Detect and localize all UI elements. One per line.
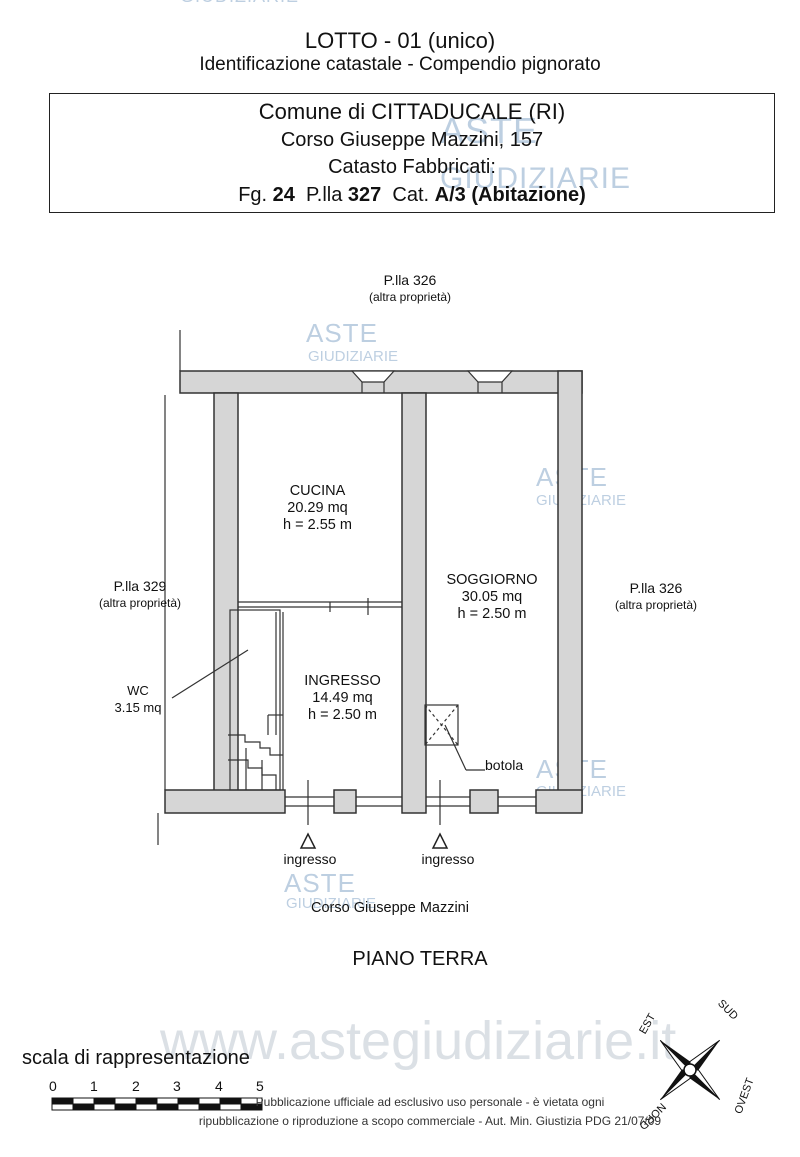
room-name: CUCINA bbox=[289, 483, 346, 499]
wall-pier bbox=[333, 789, 357, 814]
page-title: LOTTO - 01 (unico) bbox=[304, 28, 496, 53]
parcel-number: P.lla 326 bbox=[383, 272, 437, 288]
entrance-label: ingresso bbox=[421, 851, 475, 867]
watermark-brand: ASTE bbox=[284, 868, 356, 898]
room-height: h = 2.55 m bbox=[283, 517, 352, 533]
botola-label: botola bbox=[485, 757, 524, 773]
street-label: Corso Giuseppe Mazzini bbox=[311, 900, 469, 916]
parcel-note: (altra proprietà) bbox=[368, 290, 452, 304]
room-soggiorno: SOGGIORNO 30.05 mq h = 2.50 m bbox=[422, 572, 562, 623]
room-area: 3.15 mq bbox=[114, 700, 162, 715]
room-area: 14.49 mq bbox=[312, 690, 373, 706]
disclaimer-line: ripubblicazione o riproduzione a scopo c… bbox=[198, 1114, 662, 1128]
scale-tick: 4 bbox=[215, 1078, 223, 1094]
cat-value: A/3 (Abitazione) bbox=[434, 184, 586, 206]
east-parcel-label: P.lla 326 (altra proprietà) bbox=[576, 580, 736, 614]
parcel-number: P.lla 329 bbox=[113, 578, 167, 594]
room-name: INGRESSO bbox=[304, 673, 381, 689]
compass-rose-icon bbox=[659, 1039, 721, 1101]
room-area: 20.29 mq bbox=[287, 500, 348, 516]
catasto-line: Catasto Fabbricati: bbox=[328, 156, 496, 178]
cadastral-reference-line: Fg. 24 P.lla 327 Cat. A/3 (Abitazione) bbox=[50, 184, 774, 207]
disclaimer-line: Pubblicazione ufficiale ad esclusivo uso… bbox=[255, 1095, 605, 1109]
wall-south bbox=[164, 789, 286, 814]
cadastral-info-box: Comune di CITTADUCALE (RI) Corso Giusepp… bbox=[49, 93, 775, 213]
parcel-note: (altra proprietà) bbox=[614, 598, 698, 612]
page-subtitle: Identificazione catastale - Compendio pi… bbox=[199, 54, 601, 75]
scale-tick: 1 bbox=[90, 1078, 98, 1094]
room-name: WC bbox=[127, 683, 149, 698]
watermark-brand: GIUDIZIARIE bbox=[180, 0, 299, 7]
cat-label: Cat. bbox=[392, 184, 430, 206]
wall-pier bbox=[535, 789, 583, 814]
entrance-marker bbox=[299, 832, 317, 849]
fg-label: Fg. bbox=[238, 184, 268, 206]
watermark-brand: GIUDIZIARIE bbox=[286, 895, 377, 912]
wall-center bbox=[401, 392, 427, 814]
comune-line: Comune di CITTADUCALE (RI) bbox=[258, 99, 566, 124]
west-parcel-label: P.lla 329 (altra proprietà) bbox=[60, 578, 220, 612]
floor-label: PIANO TERRA bbox=[352, 948, 488, 970]
entrance-marker bbox=[431, 832, 449, 849]
room-cucina: CUCINA 20.29 mq h = 2.55 m bbox=[250, 483, 385, 534]
fg-value: 24 bbox=[272, 184, 295, 206]
address-line: Corso Giuseppe Mazzini, 157 bbox=[280, 129, 544, 151]
scale-tick: 0 bbox=[49, 1078, 57, 1094]
plla-value: 327 bbox=[347, 184, 382, 206]
scale-tick: 5 bbox=[256, 1078, 264, 1094]
watermark-brand: GIUDIZIARIE bbox=[440, 162, 632, 195]
watermark-brand: GIUDIZIARIE bbox=[308, 348, 399, 365]
wall-east bbox=[557, 370, 583, 812]
plla-label: P.lla bbox=[306, 184, 343, 206]
room-name: SOGGIORNO bbox=[446, 572, 538, 588]
room-height: h = 2.50 m bbox=[457, 606, 527, 622]
room-area: 30.05 mq bbox=[461, 589, 523, 605]
watermark-site: www.astegiudiziarie.it bbox=[160, 1011, 677, 1071]
room-height: h = 2.50 m bbox=[308, 707, 377, 723]
scale-tick: 2 bbox=[132, 1078, 140, 1094]
scale-title: scala di rappresentazione bbox=[22, 1047, 250, 1069]
watermark-brand: ASTE bbox=[306, 318, 378, 348]
north-parcel-label: P.lla 326 (altra proprietà) bbox=[330, 272, 490, 306]
room-wc: WC 3.15 mq bbox=[98, 682, 178, 716]
watermark-brand: ASTE bbox=[440, 110, 539, 151]
scale-bar bbox=[51, 1097, 263, 1111]
scale-tick: 3 bbox=[173, 1078, 181, 1094]
wall-pier bbox=[469, 789, 499, 814]
entrance-label: ingresso bbox=[283, 851, 337, 867]
room-ingresso: INGRESSO 14.49 mq h = 2.50 m bbox=[275, 673, 410, 724]
parcel-number: P.lla 326 bbox=[629, 580, 683, 596]
parcel-note: (altra proprietà) bbox=[98, 596, 182, 610]
